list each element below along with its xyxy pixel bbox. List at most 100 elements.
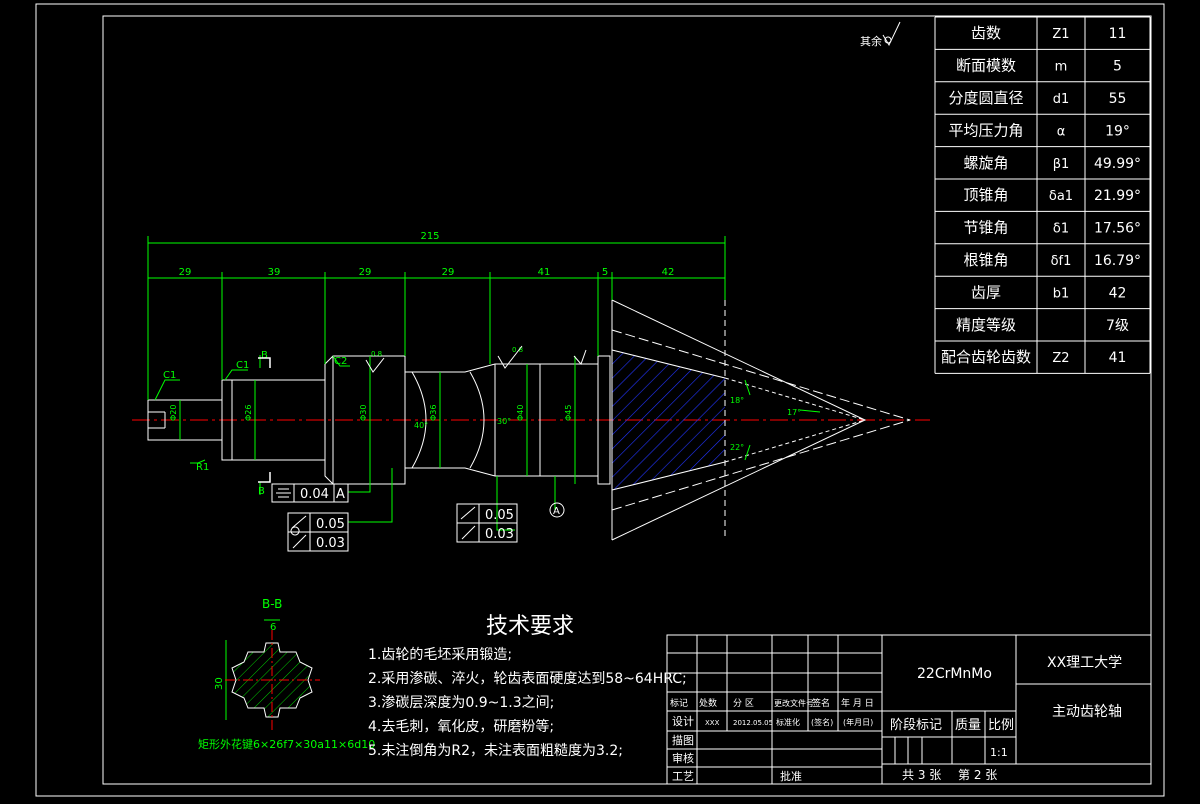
section-title: B-B — [262, 597, 282, 611]
fcf2-value-top: 0.05 — [485, 508, 514, 523]
roughness-marks — [365, 345, 587, 373]
material-label: 22CrMnMo — [917, 666, 992, 682]
surface-note-text: 其余 — [860, 34, 882, 48]
param-value: 17.56° — [1094, 221, 1141, 237]
sheets-total: 共 3 张 — [902, 768, 941, 782]
roughness-2-icon — [497, 345, 523, 369]
param-symbol: d1 — [1053, 92, 1070, 107]
angle-30-label: 30° — [497, 417, 511, 426]
inner-frame — [102, 15, 1152, 785]
param-name: 根锥角 — [963, 251, 1008, 269]
dimension-lines — [147, 236, 821, 531]
param-name: 配合齿轮齿数 — [941, 348, 1031, 366]
outer-frame — [35, 3, 1165, 797]
dia-5-label: Φ40 — [516, 405, 525, 421]
hdr-count: 处数 — [699, 697, 717, 709]
section-mark-b-top: B — [261, 350, 268, 361]
tech-item-3: 3.渗碳层深度为0.9~1.3之间; — [368, 695, 554, 711]
param-value: 55 — [1109, 91, 1127, 107]
fcf2-value-bottom: 0.03 — [485, 527, 514, 542]
trace-label: 描图 — [672, 733, 694, 747]
date-placeholder: (年月日) — [843, 717, 873, 727]
dia-2-label: Φ26 — [244, 405, 253, 421]
tech-item-5: 5.未注倒角为R2，未注表面粗糙度为3.2; — [368, 743, 623, 759]
title-block — [666, 634, 1152, 785]
angle-40-label: 40° — [414, 421, 428, 430]
param-name: 断面模数 — [956, 57, 1016, 75]
roughness-circle-icon — [884, 36, 892, 44]
technical-requirements: 技术要求 1.齿轮的毛坯采用锻造; 2.采用渗碳、淬火，轮齿表面硬度达到58~6… — [368, 614, 687, 759]
dim-seg-3: 29 — [359, 267, 372, 278]
title-block-texts: 22CrMnMo XX理工大学 主动齿轮轴 标记 处数 分 区 更改文件号 签名… — [670, 655, 1122, 783]
section-bb-view: B-B 6 30 矩形外花键6×26f7×30a11×6d10 — [198, 597, 375, 751]
part-name: 主动齿轮轴 — [1052, 704, 1122, 720]
param-symbol: β1 — [1053, 157, 1070, 172]
dim-seg-5: 41 — [538, 267, 551, 278]
dia-1-label: Φ20 — [169, 405, 178, 421]
chamfer-c1b-label: C1 — [236, 360, 249, 371]
designer-name: XXX — [705, 719, 720, 727]
param-value: 16.79° — [1094, 253, 1141, 269]
scale-label: 比例 — [988, 718, 1014, 733]
tech-item-2: 2.采用渗碳、淬火，轮齿表面硬度达到58~64HRC; — [368, 671, 687, 687]
design-label: 设计 — [672, 715, 694, 728]
roughness-1-label: 0.8 — [371, 350, 382, 358]
param-symbol: α — [1057, 124, 1066, 139]
dim-total-length: 215 — [420, 231, 439, 242]
stage-mark-label: 阶段标记 — [890, 718, 942, 733]
param-symbol: m — [1055, 60, 1068, 75]
hdr-zone: 分 区 — [733, 698, 754, 709]
dim-seg-6: 5 — [602, 267, 608, 278]
roughness-3-icon — [573, 349, 587, 365]
sign-placeholder: (签名) — [811, 717, 833, 727]
symmetry-value: 0.04 — [300, 487, 329, 502]
param-name: 分度圆直径 — [948, 89, 1023, 107]
dim-seg-4: 29 — [442, 267, 455, 278]
param-value: 5 — [1113, 59, 1122, 75]
section-b-arrows — [258, 357, 271, 483]
param-name: 节锥角 — [963, 219, 1008, 237]
review-label: 审核 — [672, 751, 694, 765]
param-symbol: Z2 — [1052, 351, 1069, 366]
fillet-r1-label: R1 — [196, 462, 209, 473]
symmetry-datum: A — [336, 487, 345, 502]
datum-a-marker: A — [549, 502, 565, 518]
dimension-texts: 215 29 39 29 29 41 5 42 C1 C1 C2 R1 B B … — [163, 231, 801, 497]
param-name: 顶锥角 — [963, 186, 1008, 204]
param-symbol: δ1 — [1053, 222, 1069, 237]
fcf1-value-bottom: 0.03 — [316, 536, 345, 551]
school-name: XX理工大学 — [1047, 655, 1122, 671]
param-value: 11 — [1109, 26, 1127, 42]
param-value: 19° — [1105, 123, 1130, 139]
param-name: 齿厚 — [971, 283, 1001, 301]
chamfer-c1-label: C1 — [163, 370, 176, 381]
tech-item-1: 1.齿轮的毛坯采用锻造; — [368, 647, 512, 663]
param-name: 平均压力角 — [948, 121, 1023, 139]
angle-22-label: 22° — [730, 443, 744, 452]
hdr-date: 年 月 日 — [841, 697, 874, 709]
param-symbol: δa1 — [1049, 189, 1073, 204]
symmetry-frame: 0.04 A — [271, 483, 349, 503]
fcf1-value-top: 0.05 — [316, 517, 345, 532]
section-mark-b-bottom: B — [258, 486, 265, 497]
tolerance-frames: 0.04 A 0.05 0.03 0.05 0.03 A — [271, 483, 565, 552]
roughness-2-label: 0.8 — [512, 346, 523, 354]
gear-tooth-hatch — [612, 350, 725, 490]
dia-6-label: Φ45 — [564, 405, 573, 421]
standardize-label: 标准化 — [776, 717, 800, 727]
spline-caption: 矩形外花键6×26f7×30a11×6d10 — [198, 737, 375, 751]
param-value: 42 — [1109, 285, 1127, 301]
hdr-change-doc: 更改文件号 — [774, 698, 814, 708]
param-name: 齿数 — [971, 24, 1001, 42]
shaft-outline — [147, 355, 611, 485]
scale-value: 1:1 — [990, 746, 1008, 759]
runout-frame-2: 0.05 0.03 — [456, 503, 518, 543]
dia-4-label: Φ36 — [429, 405, 438, 421]
datum-a-label: A — [553, 506, 560, 517]
dim-seg-7: 42 — [662, 267, 675, 278]
hdr-sign: 签名 — [812, 697, 830, 709]
angle-18-label: 18° — [730, 396, 744, 405]
gear-cone — [611, 299, 911, 541]
angle-17-label: 17° — [787, 408, 801, 417]
